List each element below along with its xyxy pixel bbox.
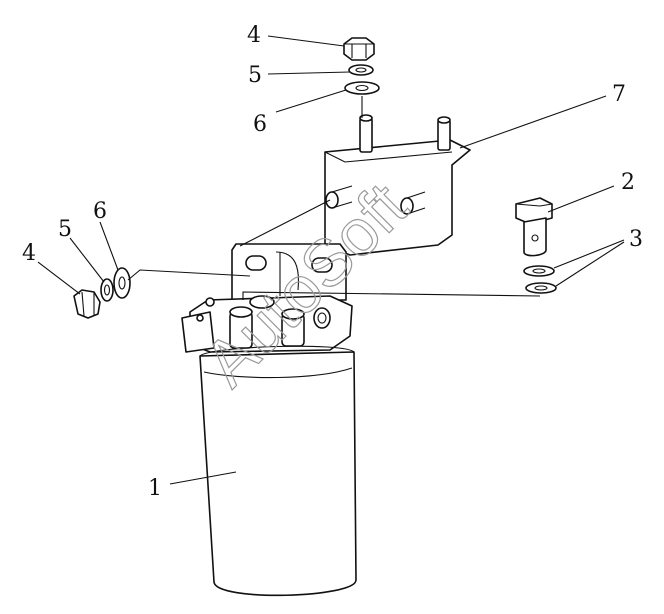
sealing-washer-upper [523, 265, 555, 277]
assembly-lines [127, 96, 541, 300]
mounting-bracket [324, 114, 471, 256]
lock-washer-top [348, 64, 374, 76]
filter-canister [199, 345, 357, 597]
callout-7: 7 [612, 82, 626, 107]
callout-3: 3 [629, 227, 643, 252]
callout-4-left: 4 [22, 241, 36, 266]
lock-washer-left [100, 278, 114, 302]
callout-5-left: 5 [58, 217, 72, 242]
callout-5-top: 5 [248, 63, 262, 88]
callout-2: 2 [621, 170, 635, 195]
sealing-washer-lower [525, 282, 557, 294]
nut-left [73, 289, 101, 319]
leader-lines [37, 35, 625, 485]
callout-4-top: 4 [247, 23, 261, 48]
callout-1: 1 [148, 476, 162, 501]
nut-top [343, 37, 375, 61]
filter-head-flange [231, 243, 347, 301]
flat-washer-top [344, 81, 380, 95]
banjo-bolt [515, 197, 553, 257]
callout-6-left: 6 [93, 199, 107, 224]
flat-washer-left [113, 267, 131, 299]
filter-head [181, 295, 353, 353]
callout-6-top: 6 [253, 112, 267, 137]
